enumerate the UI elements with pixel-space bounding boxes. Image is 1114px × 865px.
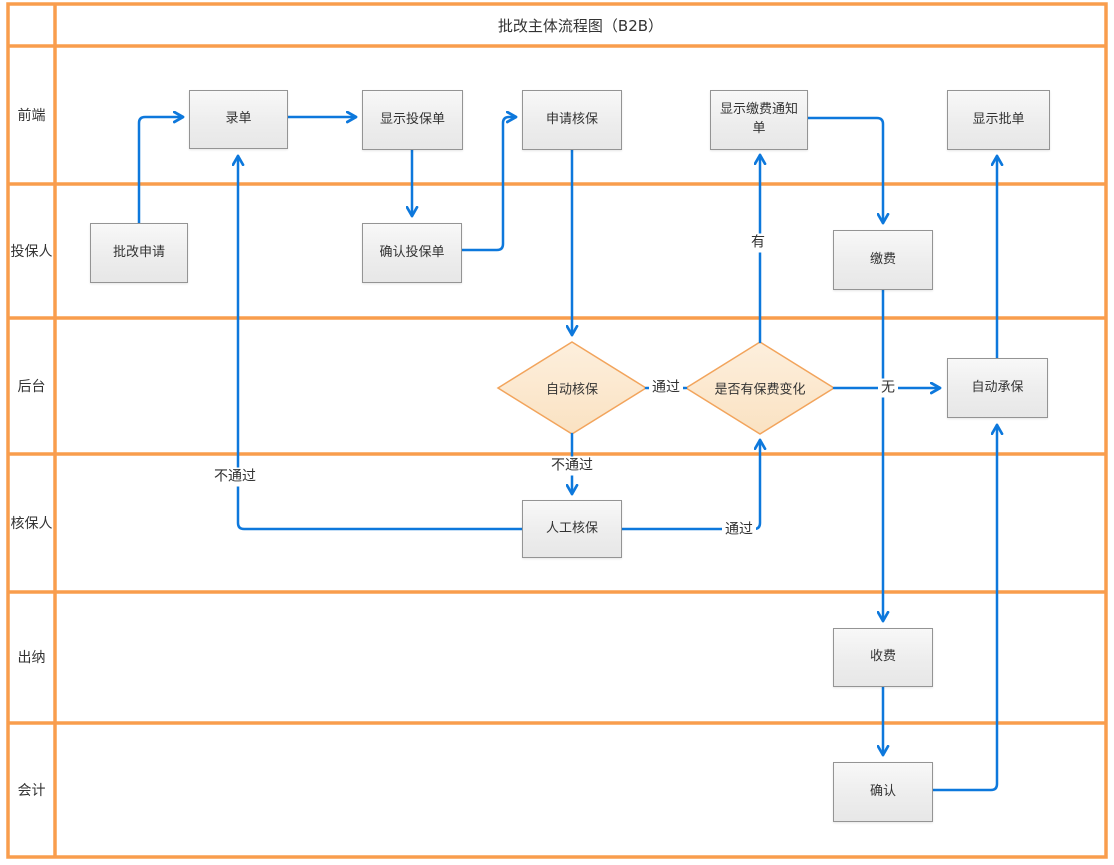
edge-label-manual-fail: 不通过 xyxy=(211,467,259,487)
node-auto-accept: 自动承保 xyxy=(947,358,1048,418)
lane-label-backend: 后台 xyxy=(17,379,46,395)
node-pay-fee: 缴费 xyxy=(833,230,933,290)
node-apply-underwriting: 申请核保 xyxy=(522,90,622,150)
node-auto-underwriting-label: 自动核保 xyxy=(545,382,599,398)
node-show-payment-notice: 显示缴费通知单 xyxy=(710,90,808,150)
edge-confirm-to-apply-underwriting xyxy=(460,117,516,252)
node-confirm: 确认 xyxy=(833,762,933,822)
node-manual-underwriting: 人工核保 xyxy=(522,500,622,558)
edge-label-manual-pass: 通过 xyxy=(722,520,756,540)
table-outer-border xyxy=(6,2,1108,859)
swimlane-grid xyxy=(6,2,1108,859)
node-collect-fee: 收费 xyxy=(833,628,933,687)
edge-notice-to-pay-fee xyxy=(806,116,883,223)
lane-label-frontend: 前端 xyxy=(17,108,46,124)
edge-request-to-entry xyxy=(137,117,183,225)
lane-label-cashier: 出纳 xyxy=(17,650,46,666)
edge-label-auto-fail: 不通过 xyxy=(548,456,596,476)
node-premium-change-label: 是否有保费变化 xyxy=(714,382,806,398)
node-entry: 录单 xyxy=(189,90,288,149)
lane-label-policyholder: 投保人 xyxy=(10,244,53,260)
edge-manual-fail-to-entry xyxy=(238,156,524,531)
edge-confirm-to-auto-accept xyxy=(931,425,997,792)
node-show-endorsement: 显示批单 xyxy=(947,90,1050,150)
lane-label-underwriter: 核保人 xyxy=(10,516,53,532)
node-show-application: 显示投保单 xyxy=(362,90,463,150)
edge-label-auto-pass: 通过 xyxy=(649,378,683,398)
premium-change-diamond xyxy=(684,341,836,435)
edge-label-no-change: 无 xyxy=(878,378,898,398)
diagram-title: 批改主体流程图（B2B） xyxy=(497,16,664,35)
edge-label-has-change: 有 xyxy=(748,233,768,253)
decision-shapes xyxy=(496,341,836,435)
lane-label-accountant: 会计 xyxy=(17,783,46,799)
node-endorsement-request: 批改申请 xyxy=(90,223,188,283)
node-confirm-application: 确认投保单 xyxy=(362,223,462,283)
